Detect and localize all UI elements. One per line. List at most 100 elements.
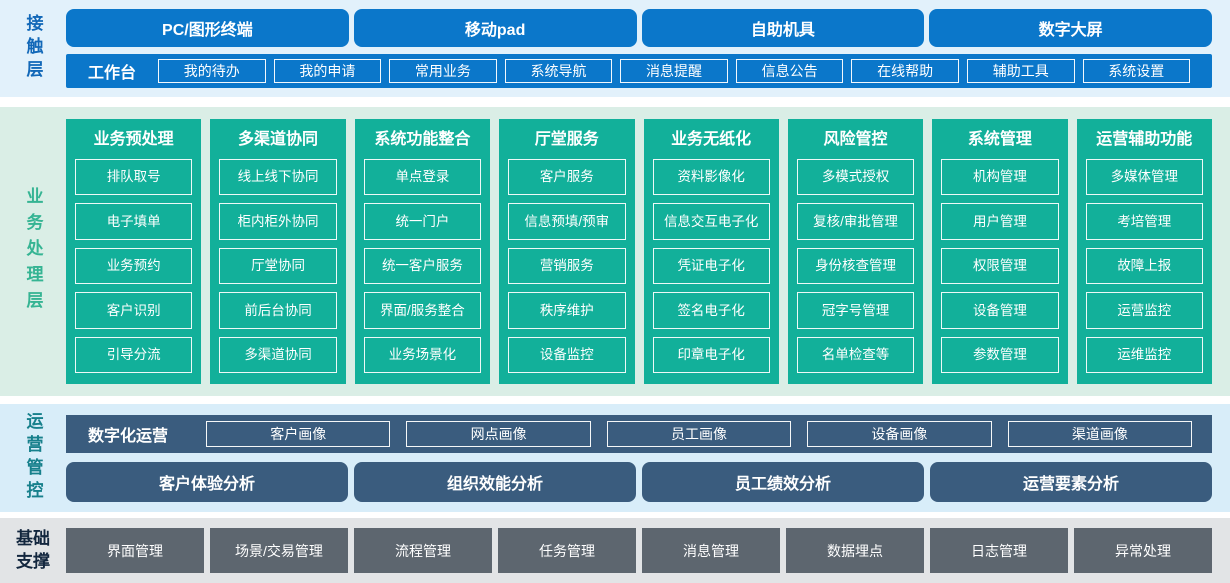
- column-title: 系统功能整合: [374, 131, 471, 148]
- persona-employee[interactable]: 员工画像: [606, 421, 792, 447]
- base-layer-content: 界面管理 场景/交易管理 流程管理 任务管理 消息管理 数据埋点 日志管理 异常…: [66, 518, 1230, 583]
- column-title: 业务预处理: [93, 131, 174, 148]
- persona-device[interactable]: 设备画像: [807, 421, 992, 447]
- business-layer-content: 业务预处理 排队取号 电子填单 业务预约 客户识别 引导分流 多渠道协同 线上线…: [66, 107, 1230, 396]
- feature-box[interactable]: 冠字号管理: [796, 292, 915, 329]
- column-paperless: 业务无纸化 资料影像化 信息交互电子化 凭证电子化 签名电子化 印章电子化: [643, 119, 779, 384]
- column-multi-channel: 多渠道协同 线上线下协同 柜内柜外协同 厅堂协同 前后台协同 多渠道协同: [210, 119, 346, 384]
- feature-box[interactable]: 营销服务: [508, 247, 626, 285]
- feature-box[interactable]: 电子填单: [75, 203, 193, 240]
- workbench-item-aux-tools[interactable]: 辅助工具: [966, 59, 1075, 83]
- column-title: 业务无纸化: [671, 131, 752, 148]
- feature-box[interactable]: 故障上报: [1085, 247, 1203, 285]
- feature-box[interactable]: 线上线下协同: [219, 159, 337, 196]
- workbench-item-todo[interactable]: 我的待办: [158, 59, 266, 83]
- base-task-management[interactable]: 任务管理: [498, 528, 636, 573]
- feature-box[interactable]: 运维监控: [1085, 336, 1203, 374]
- ops-layer-content: 数字化运营 客户画像 网点画像 员工画像 设备画像 渠道画像 客户体验分析 组织…: [66, 404, 1230, 512]
- feature-box[interactable]: 引导分流: [75, 336, 193, 374]
- feature-box[interactable]: 考培管理: [1085, 203, 1203, 240]
- feature-box[interactable]: 信息预填/预审: [508, 203, 626, 240]
- feature-box[interactable]: 单点登录: [363, 159, 482, 196]
- feature-box[interactable]: 权限管理: [941, 247, 1059, 285]
- base-scene-transaction[interactable]: 场景/交易管理: [210, 528, 348, 573]
- feature-box[interactable]: 统一客户服务: [363, 247, 482, 285]
- analysis-ops-elements[interactable]: 运营要素分析: [930, 462, 1212, 502]
- feature-box[interactable]: 设备监控: [508, 336, 626, 374]
- feature-box[interactable]: 客户识别: [75, 292, 193, 329]
- workbench-item-common-business[interactable]: 常用业务: [389, 59, 497, 83]
- feature-box[interactable]: 运营监控: [1085, 292, 1203, 329]
- terminal-selfservice-button[interactable]: 自助机具: [641, 9, 925, 47]
- feature-box[interactable]: 客户服务: [508, 159, 626, 196]
- contact-layer-label: 接触层: [23, 14, 43, 83]
- feature-box[interactable]: 柜内柜外协同: [219, 203, 337, 240]
- column-system-integration: 系统功能整合 单点登录 统一门户 统一客户服务 界面/服务整合 业务场景化: [354, 119, 491, 384]
- feature-box[interactable]: 秩序维护: [508, 292, 626, 329]
- feature-box[interactable]: 身份核查管理: [796, 247, 915, 285]
- column-risk-control: 风险管控 多模式授权 复核/审批管理 身份核查管理 冠字号管理 名单检查等: [787, 119, 924, 384]
- terminal-pc-button[interactable]: PC/图形终端: [66, 9, 349, 47]
- business-layer-label: 业务处理层: [23, 186, 43, 317]
- workbench-label: 工作台: [87, 65, 136, 82]
- workbench-item-applications[interactable]: 我的申请: [273, 59, 382, 83]
- workbench-item-navigation[interactable]: 系统导航: [504, 59, 613, 83]
- feature-box[interactable]: 业务场景化: [363, 336, 482, 374]
- persona-branch[interactable]: 网点画像: [406, 421, 591, 447]
- base-ui-management[interactable]: 界面管理: [66, 528, 204, 573]
- feature-box[interactable]: 印章电子化: [652, 336, 770, 374]
- base-exception-handling[interactable]: 异常处理: [1074, 528, 1212, 573]
- terminal-bigscreen-button[interactable]: 数字大屏: [929, 9, 1212, 47]
- column-pre-processing: 业务预处理 排队取号 电子填单 业务预约 客户识别 引导分流: [66, 119, 202, 384]
- base-data-tracking[interactable]: 数据埋点: [786, 528, 924, 573]
- terminal-row: PC/图形终端 移动pad 自助机具 数字大屏: [66, 9, 1212, 47]
- column-title: 系统管理: [967, 131, 1032, 148]
- column-system-management: 系统管理 机构管理 用户管理 权限管理 设备管理 参数管理: [932, 119, 1068, 384]
- feature-box[interactable]: 资料影像化: [652, 159, 770, 196]
- feature-box[interactable]: 前后台协同: [219, 292, 337, 329]
- contact-layer-section: 接触层 PC/图形终端 移动pad 自助机具 数字大屏 工作台 我的待办 我的申…: [0, 0, 1230, 97]
- feature-box[interactable]: 统一门户: [363, 203, 482, 240]
- workbench-item-notifications[interactable]: 消息提醒: [620, 59, 728, 83]
- feature-box[interactable]: 界面/服务整合: [363, 292, 482, 329]
- business-layer-section: 业务处理层 业务预处理 排队取号 电子填单 业务预约 客户识别 引导分流 多渠道…: [0, 107, 1230, 396]
- column-title: 风险管控: [823, 131, 888, 148]
- terminal-pad-button[interactable]: 移动pad: [353, 9, 637, 47]
- digital-ops-label: 数字化运营: [87, 428, 168, 445]
- feature-box[interactable]: 签名电子化: [652, 292, 770, 329]
- feature-box[interactable]: 厅堂协同: [219, 247, 337, 285]
- feature-box[interactable]: 用户管理: [941, 203, 1059, 240]
- base-message-management[interactable]: 消息管理: [642, 528, 780, 573]
- business-layer-label-area: 业务处理层: [0, 107, 66, 396]
- ops-layer-section: 运营管控 数字化运营 客户画像 网点画像 员工画像 设备画像 渠道画像 客户体验…: [0, 404, 1230, 512]
- feature-box[interactable]: 信息交互电子化: [652, 203, 770, 240]
- base-layer-label: 基础支撑: [16, 528, 50, 571]
- analysis-row: 客户体验分析 组织效能分析 员工绩效分析 运营要素分析: [66, 462, 1212, 502]
- feature-box[interactable]: 参数管理: [941, 336, 1059, 374]
- feature-box[interactable]: 设备管理: [941, 292, 1059, 329]
- analysis-employee-performance[interactable]: 员工绩效分析: [642, 462, 924, 502]
- workbench-item-online-help[interactable]: 在线帮助: [851, 59, 959, 83]
- feature-box[interactable]: 多模式授权: [796, 159, 915, 196]
- base-process-management[interactable]: 流程管理: [354, 528, 492, 573]
- base-log-management[interactable]: 日志管理: [930, 528, 1068, 573]
- base-row: 界面管理 场景/交易管理 流程管理 任务管理 消息管理 数据埋点 日志管理 异常…: [66, 528, 1212, 573]
- analysis-customer-experience[interactable]: 客户体验分析: [66, 462, 348, 502]
- feature-box[interactable]: 多渠道协同: [219, 336, 337, 374]
- feature-box[interactable]: 机构管理: [941, 159, 1059, 196]
- feature-box[interactable]: 名单检查等: [796, 336, 915, 374]
- persona-channel[interactable]: 渠道画像: [1007, 421, 1193, 447]
- workbench-item-settings[interactable]: 系统设置: [1082, 59, 1191, 83]
- business-columns: 业务预处理 排队取号 电子填单 业务预约 客户识别 引导分流 多渠道协同 线上线…: [66, 119, 1212, 384]
- feature-box[interactable]: 排队取号: [75, 159, 193, 196]
- contact-layer-content: PC/图形终端 移动pad 自助机具 数字大屏 工作台 我的待办 我的申请 常用…: [66, 0, 1230, 97]
- persona-customer[interactable]: 客户画像: [206, 421, 391, 447]
- feature-box[interactable]: 凭证电子化: [652, 247, 770, 285]
- workbench-item-announcements[interactable]: 信息公告: [735, 59, 844, 83]
- feature-box[interactable]: 业务预约: [75, 247, 193, 285]
- analysis-org-efficiency[interactable]: 组织效能分析: [354, 462, 636, 502]
- feature-box[interactable]: 复核/审批管理: [796, 203, 915, 240]
- column-title: 多渠道协同: [238, 131, 319, 148]
- feature-box[interactable]: 多媒体管理: [1085, 159, 1203, 196]
